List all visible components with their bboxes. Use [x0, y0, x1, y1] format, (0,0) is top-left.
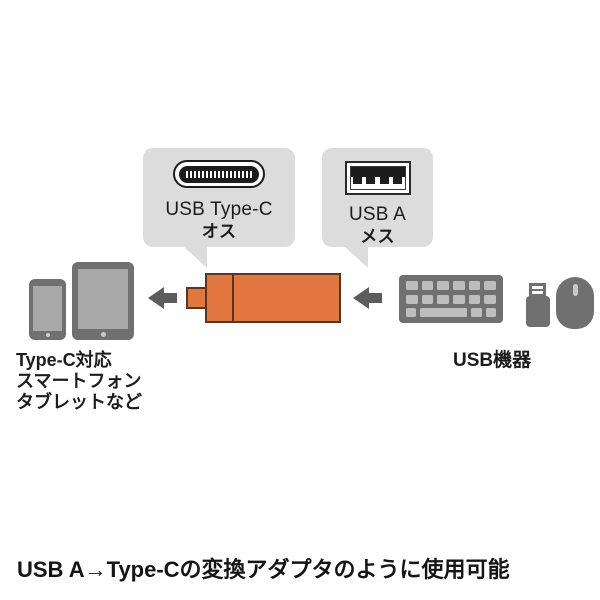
- usb-adapter-seam-line: [232, 273, 234, 323]
- callout-usb-a-line2: メス: [360, 227, 395, 247]
- left-devices-label-line3: タブレットなど: [16, 392, 142, 413]
- callout-usb-type-c: USB Type-C オス: [143, 148, 295, 268]
- bottom-caption: USB A→Type-Cの変換アダプタのように使用可能: [17, 557, 510, 582]
- keyboard-row: [406, 281, 497, 290]
- left-devices-label-line2: スマートフォン: [16, 371, 142, 392]
- usb-adapter-body: [205, 273, 341, 323]
- left-devices-label-line1: Type-C対応: [16, 350, 112, 370]
- keyboard-spacebar: [420, 308, 468, 317]
- callout-usb-a: USB A メス: [322, 148, 433, 268]
- usb-a-port-contact-bar: [350, 167, 405, 177]
- usb-type-c-pins: [179, 165, 259, 183]
- keyboard-row: [406, 308, 496, 317]
- callout-usb-a-tail: [344, 246, 368, 268]
- callout-usb-type-c-line2: オス: [201, 222, 237, 242]
- keyboard-icon: [399, 275, 503, 323]
- usb-a-port-icon: [344, 161, 411, 195]
- right-devices-label: USB機器: [453, 350, 532, 371]
- usb-a-port-inner: [349, 166, 406, 190]
- usb-a-port-tabs: [351, 177, 405, 184]
- callout-usb-type-c-label: USB Type-C オス: [165, 199, 272, 241]
- callout-usb-a-label: USB A メス: [349, 204, 406, 246]
- left-devices-label: Type-C対応 スマートフォン タブレットなど: [16, 350, 142, 413]
- callout-usb-a-line1: USB A: [349, 204, 406, 225]
- usb-type-c-connector-icon: [173, 160, 265, 188]
- keyboard-row: [406, 294, 497, 304]
- callout-usb-type-c-line1: USB Type-C: [165, 199, 273, 220]
- callout-usb-type-c-tail: [183, 246, 207, 268]
